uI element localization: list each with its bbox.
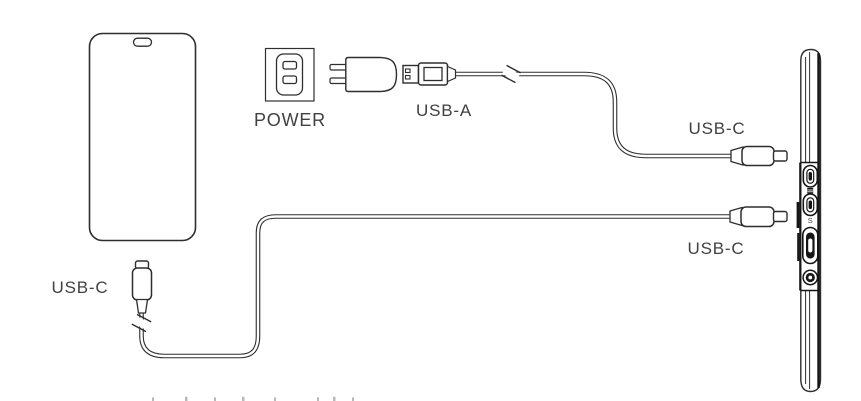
usb-c-connector-icon-phone-cable [131, 260, 153, 314]
cable-break-mark [501, 64, 521, 84]
phone-speaker-pill [132, 37, 153, 47]
usb-a-label: USB-A [416, 101, 472, 120]
usb-c-label-display-bottom: USB-C [688, 239, 745, 258]
usb-cable-phone [131, 214, 732, 359]
display-left-tab [796, 202, 800, 228]
display-usb-c-port-bottom [802, 193, 819, 217]
display-port-icon [807, 188, 814, 194]
pen-display-side-view-icon: S [796, 48, 822, 393]
display-rocker-button [801, 226, 819, 265]
clipped-text-fragment [152, 396, 354, 401]
power-outlet-icon [264, 47, 315, 102]
usb-c-label-phone: USB-C [52, 278, 109, 297]
display-left-tab [797, 233, 800, 261]
usb-c-connector-icon-top-cable [730, 145, 788, 167]
usb-c-label-display-top: USB-C [689, 119, 746, 138]
power-adapter-icon [329, 56, 398, 93]
power-label: POWER [254, 110, 326, 130]
cable-break-mark [131, 313, 152, 333]
display-round-button [802, 269, 819, 286]
usb-a-connector-icon [402, 62, 457, 86]
usb-cable-top [455, 64, 733, 159]
display-port-s-icon: S [808, 216, 813, 225]
smartphone-icon [88, 32, 197, 242]
usb-c-connector-icon-bottom-cable [729, 206, 788, 228]
display-usb-c-port-top [802, 164, 819, 188]
